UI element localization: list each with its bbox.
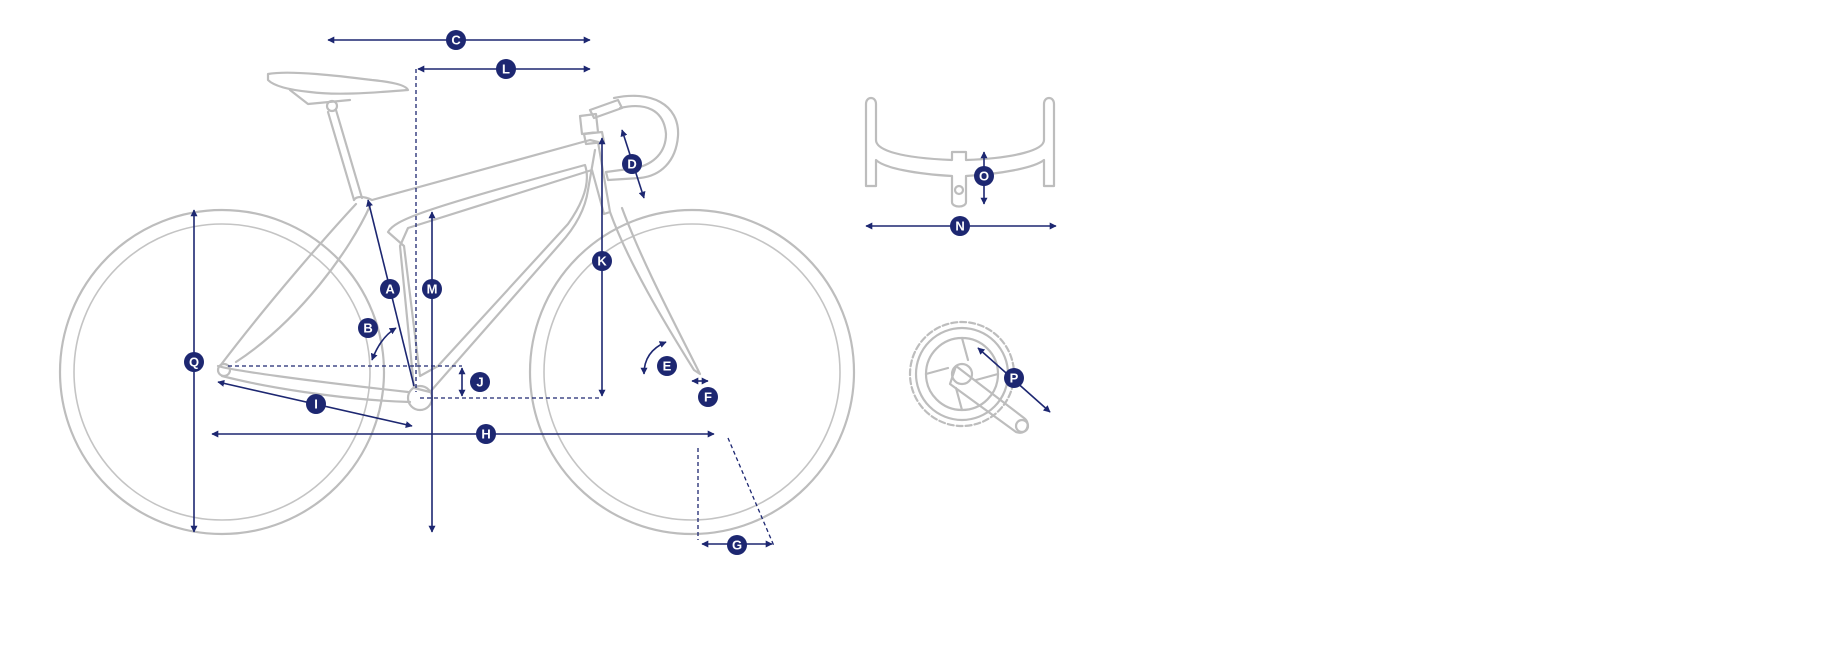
seatpost (326, 108, 364, 202)
badge-I: I (306, 394, 326, 414)
chainring-inner (924, 336, 1000, 412)
svg-text:C: C (451, 33, 461, 48)
badge-O: O (974, 166, 994, 186)
front-wheel-outer (528, 208, 856, 536)
svg-text:O: O (979, 169, 989, 184)
svg-text:I: I (314, 397, 318, 412)
svg-text:K: K (597, 254, 607, 269)
front-wheel-inner (543, 223, 841, 521)
badge-B: B (358, 318, 378, 338)
svg-text:B: B (363, 321, 372, 336)
steerer-spacers (582, 130, 606, 146)
badge-E: E (657, 356, 677, 376)
rear-dropout (216, 362, 232, 378)
badge-H: H (476, 424, 496, 444)
rear-wheel-outer (58, 208, 386, 536)
stem (578, 98, 624, 136)
svg-text:Q: Q (189, 355, 199, 370)
badge-G: G (727, 535, 747, 555)
badge-Q: Q (184, 352, 204, 372)
svg-text:G: G (732, 538, 742, 553)
handlebar-front-view (864, 96, 1057, 230)
svg-text:F: F (704, 390, 712, 405)
badge-K: K (592, 251, 612, 271)
svg-text:A: A (385, 282, 395, 297)
handlebar-drop (604, 94, 680, 182)
badge-A: A (380, 279, 400, 299)
svg-text:J: J (476, 375, 483, 390)
dimension-lines (190, 36, 775, 548)
badge-L: L (496, 59, 516, 79)
frame-main (352, 138, 612, 394)
frame-inner (386, 163, 588, 378)
bicycle-outline (58, 71, 856, 536)
stem-bolt (953, 184, 965, 196)
svg-text:D: D (627, 157, 636, 172)
seatpost-clamp (325, 99, 339, 113)
crankset (908, 320, 1051, 434)
saddle-rails (288, 88, 352, 106)
dimension-badges: C L D K A M B Q E J F I (184, 30, 1024, 555)
saddle (266, 71, 410, 95)
pedal-axle (1014, 418, 1030, 434)
svg-text:L: L (502, 62, 510, 77)
badge-F: F (698, 387, 718, 407)
svg-text:N: N (955, 219, 964, 234)
badge-M: M (422, 279, 442, 299)
svg-text:H: H (481, 427, 490, 442)
seat-stay (218, 202, 372, 368)
svg-text:M: M (427, 282, 438, 297)
badge-C: C (446, 30, 466, 50)
svg-text:P: P (1010, 371, 1019, 386)
badge-N: N (950, 216, 970, 236)
svg-text:E: E (663, 359, 672, 374)
handlebar-outline (864, 96, 1056, 208)
crank-spindle (950, 362, 974, 386)
badge-P: P (1004, 368, 1024, 388)
badge-D: D (622, 154, 642, 174)
fork (608, 206, 702, 376)
rear-wheel-inner (73, 223, 371, 521)
badge-J: J (470, 372, 490, 392)
